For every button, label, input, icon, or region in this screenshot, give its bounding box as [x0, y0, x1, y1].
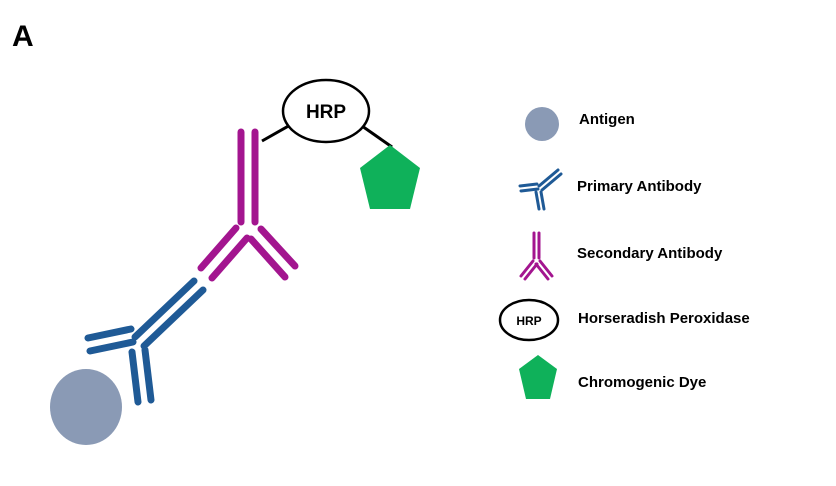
legend-hrp-icon — [498, 298, 560, 342]
hrp-link-line — [261, 122, 293, 143]
legend-antigen-label: Antigen — [579, 111, 635, 128]
panel-label: A — [12, 20, 34, 53]
primary-antibody — [84, 277, 207, 406]
dye-link-line — [361, 124, 393, 149]
dye-pentagon — [360, 145, 420, 209]
legend-hrp-label: Horseradish Peroxidase — [578, 310, 750, 327]
legend-primary-antibody-label: Primary Antibody — [577, 178, 702, 195]
secondary-antibody — [197, 128, 299, 282]
hrp-enzyme — [281, 78, 371, 144]
legend-secondary-antibody-label: Secondary Antibody — [577, 245, 723, 262]
legend-hrp-icon-label: HRP — [516, 314, 541, 328]
legend-antigen-icon — [525, 107, 559, 141]
antigen-circle — [50, 369, 122, 445]
legend-primary-antibody-icon — [518, 168, 563, 211]
legend-secondary-antibody-icon — [519, 231, 554, 281]
legend-dye-label: Chromogenic Dye — [578, 374, 707, 391]
legend-dye-icon — [519, 355, 557, 399]
hrp-enzyme-label: HRP — [306, 102, 346, 123]
